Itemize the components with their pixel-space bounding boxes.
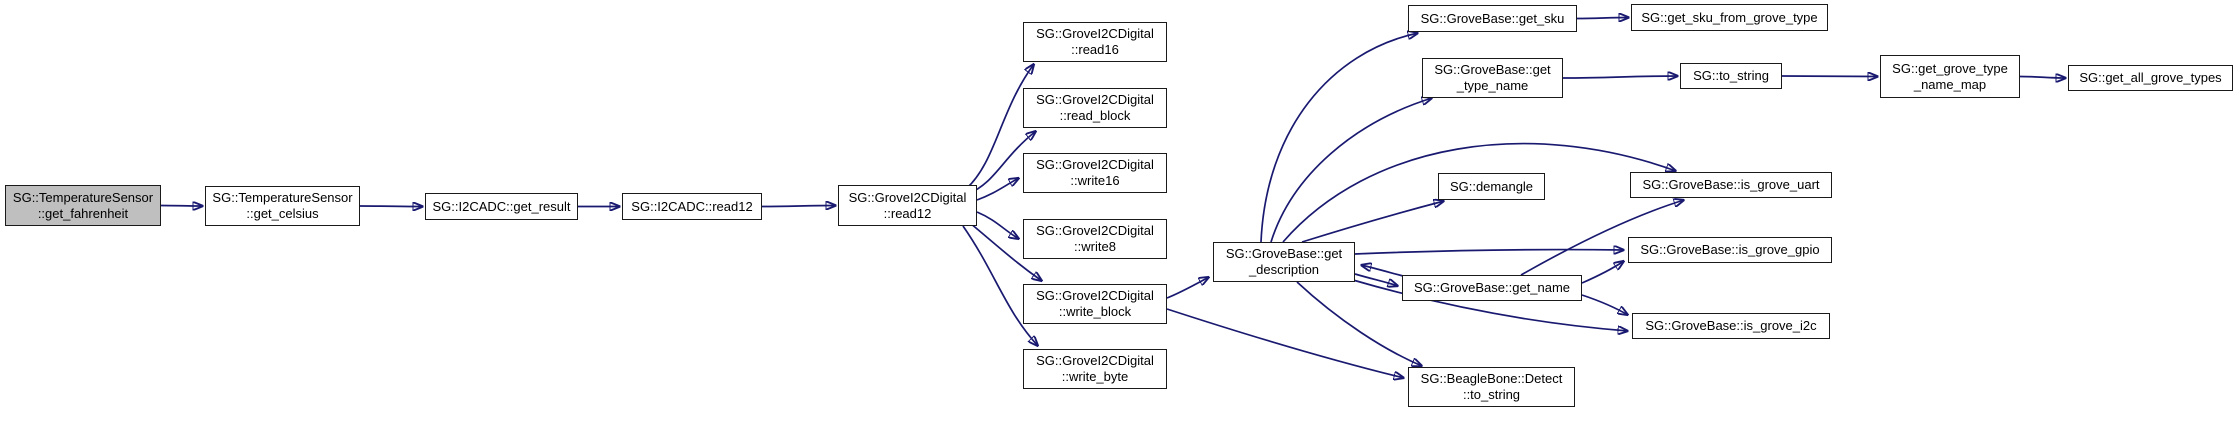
node-is_grove_i2c[interactable]: SG::GroveBase::is_grove_i2c [1632, 313, 1830, 339]
node-is_grove_uart[interactable]: SG::GroveBase::is_grove_uart [1630, 172, 1832, 198]
node-get_name[interactable]: SG::GroveBase::get_name [1402, 275, 1582, 301]
edge-to_string-to-get_grove_type_name_map [1781, 76, 1878, 77]
edge-get_description-to-demangle [1301, 201, 1444, 243]
edge-get_sku-to-get_sku_from_grove_type [1576, 18, 1629, 19]
edge-grove_i2c_read12-to-write16 [976, 178, 1019, 201]
node-get_fahrenheit[interactable]: SG::TemperatureSensor ::get_fahrenheit [5, 185, 161, 226]
node-get_sku[interactable]: SG::GroveBase::get_sku [1408, 5, 1577, 32]
node-i2cadc_read12[interactable]: SG::I2CADC::read12 [622, 193, 762, 220]
node-get_description[interactable]: SG::GroveBase::get _description [1213, 242, 1355, 282]
edge-get_description-to-get_name [1354, 273, 1398, 286]
node-grove_i2c_read12[interactable]: SG::GroveI2CDigital ::read12 [838, 185, 977, 226]
node-write_block[interactable]: SG::GroveI2CDigital ::write_block [1023, 284, 1167, 324]
node-is_grove_gpio[interactable]: SG::GroveBase::is_grove_gpio [1628, 237, 1832, 263]
node-write8[interactable]: SG::GroveI2CDigital ::write8 [1023, 219, 1167, 259]
edge-write_block-to-get_description [1166, 277, 1209, 299]
node-i2cadc_get_result[interactable]: SG::I2CADC::get_result [425, 193, 578, 220]
edge-get_fahrenheit-to-get_celsius [160, 206, 203, 207]
edge-get_description-to-is_grove_gpio [1354, 250, 1624, 255]
node-get_sku_from_grove_type[interactable]: SG::get_sku_from_grove_type [1631, 4, 1828, 31]
edge-get_description-to-get_type_name [1270, 98, 1432, 243]
edge-grove_i2c_read12-to-write8 [976, 211, 1019, 239]
node-get_type_name[interactable]: SG::GroveBase::get _type_name [1422, 58, 1563, 98]
node-get_grove_type_name_map[interactable]: SG::get_grove_type _name_map [1880, 55, 2020, 98]
edge-write_block-to-bb_detect_to_string [1166, 308, 1404, 378]
edge-get_description-to-get_sku [1260, 33, 1418, 243]
node-get_all_grove_types[interactable]: SG::get_all_grove_types [2068, 65, 2233, 91]
edge-get_name-to-get_description [1361, 265, 1404, 277]
node-write16[interactable]: SG::GroveI2CDigital ::write16 [1023, 153, 1167, 193]
edge-get_celsius-to-i2cadc_get_result [359, 206, 423, 207]
node-to_string[interactable]: SG::to_string [1680, 63, 1782, 89]
edge-get_type_name-to-to_string [1562, 76, 1678, 78]
node-demangle[interactable]: SG::demangle [1438, 173, 1545, 200]
node-write_byte[interactable]: SG::GroveI2CDigital ::write_byte [1023, 349, 1167, 389]
node-read16[interactable]: SG::GroveI2CDigital ::read16 [1023, 22, 1167, 62]
edge-i2cadc_read12-to-grove_i2c_read12 [761, 206, 836, 207]
node-read_block[interactable]: SG::GroveI2CDigital ::read_block [1023, 88, 1167, 128]
edge-get_grove_type_name_map-to-get_all_grove_types [2019, 77, 2066, 79]
edge-get_name-to-is_grove_i2c [1581, 294, 1628, 315]
node-get_celsius[interactable]: SG::TemperatureSensor ::get_celsius [205, 186, 360, 226]
edge-get_name-to-is_grove_gpio [1581, 261, 1624, 284]
node-bb_detect_to_string[interactable]: SG::BeagleBone::Detect ::to_string [1408, 367, 1575, 407]
